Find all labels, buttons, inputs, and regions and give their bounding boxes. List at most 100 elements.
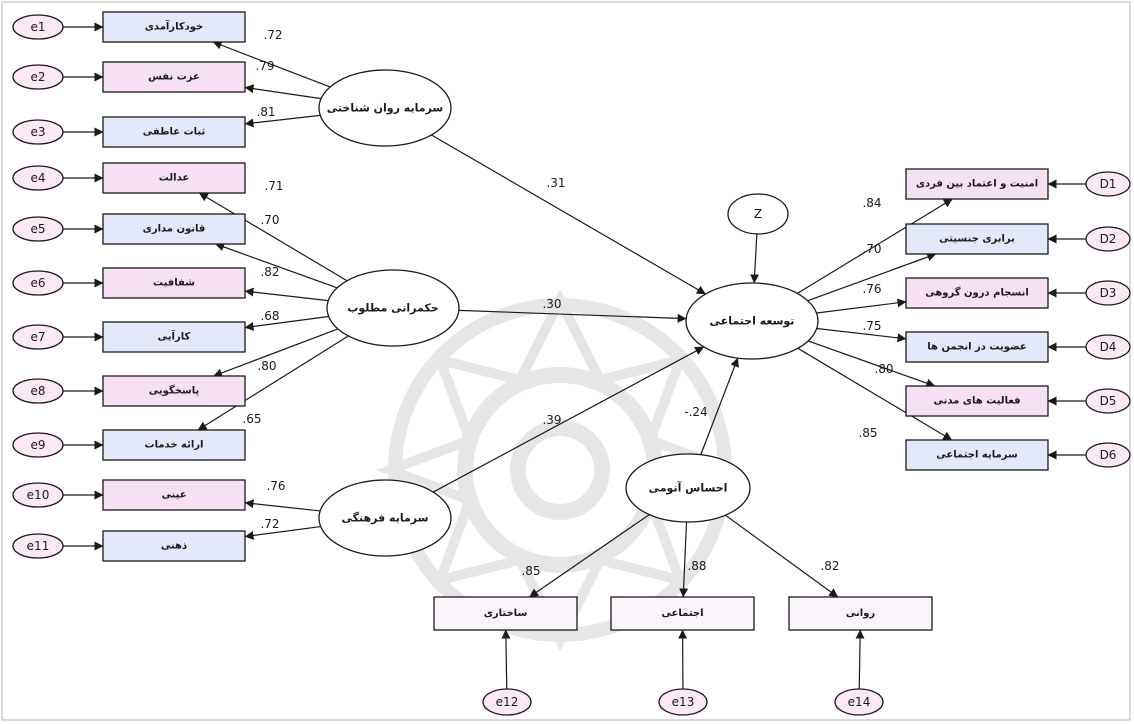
error-e1-shape <box>12 14 64 40</box>
error-e5-label: e5 <box>30 222 45 236</box>
coef-loadings-a3: .82 <box>820 559 839 573</box>
error-D1-label: D1 <box>1100 177 1117 191</box>
error-e13-shape <box>658 688 708 716</box>
arrow-gov-to-i7 <box>244 315 329 331</box>
error-e2-shape <box>12 64 64 90</box>
arrow-gov-to-i4 <box>198 192 348 282</box>
error-e12-shape <box>482 688 532 716</box>
indicator-d2: برابری جنسیتی <box>905 223 1049 255</box>
error-e3-label: e3 <box>30 125 45 139</box>
arrow-dev-to-d3 <box>816 298 907 314</box>
latent-psychological-capital-label: سرمایه روان شناختی <box>327 102 443 115</box>
error-e10: e10 <box>12 482 64 508</box>
coef-loadings-d1: .84 <box>862 196 881 210</box>
arrow-cult-to-i11 <box>244 525 321 540</box>
indicator-i7-box <box>102 321 246 353</box>
indicator-d3-box <box>905 277 1049 309</box>
error-e3-shape <box>12 119 64 145</box>
coef-loadings-i10: .76 <box>266 479 285 493</box>
indicator-i10: عینی <box>102 479 246 511</box>
indicator-i4-box <box>102 162 246 194</box>
error-e7-shape <box>12 324 64 350</box>
error-e11-label: e11 <box>27 539 50 553</box>
coef-loadings-a2: .88 <box>687 559 706 573</box>
indicator-i8-label: پاسخگویی <box>149 384 200 397</box>
indicator-a1-label: ساختاری <box>484 608 528 619</box>
coef-paths-cult-dev: .39 <box>542 413 561 427</box>
arrow-psy-to-i3 <box>244 114 321 128</box>
coef-loadings-d2: .70 <box>862 242 881 256</box>
indicator-a3-label: روانی <box>846 608 876 619</box>
indicator-i9-box <box>102 429 246 461</box>
indicator-a1-box <box>433 596 578 631</box>
indicator-a1: ساختاری <box>433 596 578 631</box>
latent-anomie-label: احساس آنومی <box>649 481 728 495</box>
indicator-i6-box <box>102 267 246 299</box>
indicator-i2: عزت نفس <box>102 61 246 93</box>
error-e6: e6 <box>12 270 64 296</box>
arrow-gov-to-i9 <box>197 335 349 431</box>
arrow-dev-to-d5 <box>807 340 936 388</box>
error-D4-label: D4 <box>1100 340 1117 354</box>
error-e10-label: e10 <box>27 488 50 502</box>
latent-z-disturbance-label: Z <box>754 207 762 221</box>
latent-cultural-capital: سرمایه فرهنگی <box>318 479 452 557</box>
coef-loadings-d6: .85 <box>858 426 877 440</box>
error-D3-label: D3 <box>1100 286 1117 300</box>
error-D6: D6 <box>1085 442 1131 468</box>
coef-loadings-i8: .80 <box>257 359 276 373</box>
error-e1-label: e1 <box>30 20 45 34</box>
error-D4: D4 <box>1085 334 1131 360</box>
coef-paths-anomie-dev: -.24 <box>684 405 707 419</box>
path-gov-to-dev <box>458 309 687 323</box>
indicator-i10-box <box>102 479 246 511</box>
indicator-d4-label: عضویت در انجمن ها <box>927 342 1026 353</box>
arrow-anomie-to-a3 <box>724 514 839 598</box>
latent-psychological-capital-shape <box>318 69 452 147</box>
indicator-i11-label: ذهنی <box>161 541 187 552</box>
indicator-i7-label: کارآیی <box>158 330 191 343</box>
indicator-i2-label: عزت نفس <box>148 72 200 83</box>
error-e10-shape <box>12 482 64 508</box>
error-e1: e1 <box>12 14 64 40</box>
error-e8: e8 <box>12 378 64 404</box>
indicator-d5: فعالیت های مدنی <box>905 385 1049 417</box>
coef-loadings-i7: .68 <box>260 309 279 323</box>
indicator-a2: اجتماعی <box>610 596 755 631</box>
path-z-to-dev <box>750 233 760 284</box>
indicator-d4-box <box>905 331 1049 363</box>
arrow-gov-to-i5 <box>215 242 338 289</box>
arrow-gov-to-i6 <box>244 287 329 302</box>
indicator-d1-box <box>905 168 1049 200</box>
error-D2: D2 <box>1085 226 1131 252</box>
latent-anomie-shape <box>625 453 751 523</box>
error-e9-label: e9 <box>30 438 45 452</box>
indicator-i5: قانون مداری <box>102 213 246 245</box>
coef-loadings-i1: .72 <box>263 28 282 42</box>
latent-good-governance-shape <box>326 269 460 347</box>
error-D1-shape <box>1085 171 1131 197</box>
error-e7: e7 <box>12 324 64 350</box>
arrow-dev-to-d2 <box>807 252 937 302</box>
arrow-gov-to-i8 <box>213 328 339 378</box>
indicator-d6: سرمایه اجتماعی <box>905 439 1049 471</box>
error-e12: e12 <box>482 688 532 716</box>
latent-psychological-capital: سرمایه روان شناختی <box>318 69 452 147</box>
indicator-d5-box <box>905 385 1049 417</box>
indicator-a3: روانی <box>788 596 933 631</box>
error-e14-label: e14 <box>848 695 871 709</box>
error-D5-label: D5 <box>1100 394 1117 408</box>
indicator-i7: کارآیی <box>102 321 246 353</box>
indicator-i8: پاسخگویی <box>102 375 246 407</box>
error-e11-shape <box>12 533 64 559</box>
indicator-d1: امنیت و اعتماد بین فردی <box>905 168 1049 200</box>
error-e8-label: e8 <box>30 384 45 398</box>
latent-cultural-capital-label: سرمایه فرهنگی <box>342 512 429 525</box>
latent-social-development-label: توسعه اجتماعی <box>710 315 795 328</box>
indicator-d2-box <box>905 223 1049 255</box>
path-cult-to-dev <box>432 346 705 493</box>
edges-layer <box>63 22 1086 690</box>
arrow-psy-to-i1 <box>212 40 331 88</box>
indicator-d5-label: فعالیت های مدنی <box>933 396 1020 407</box>
